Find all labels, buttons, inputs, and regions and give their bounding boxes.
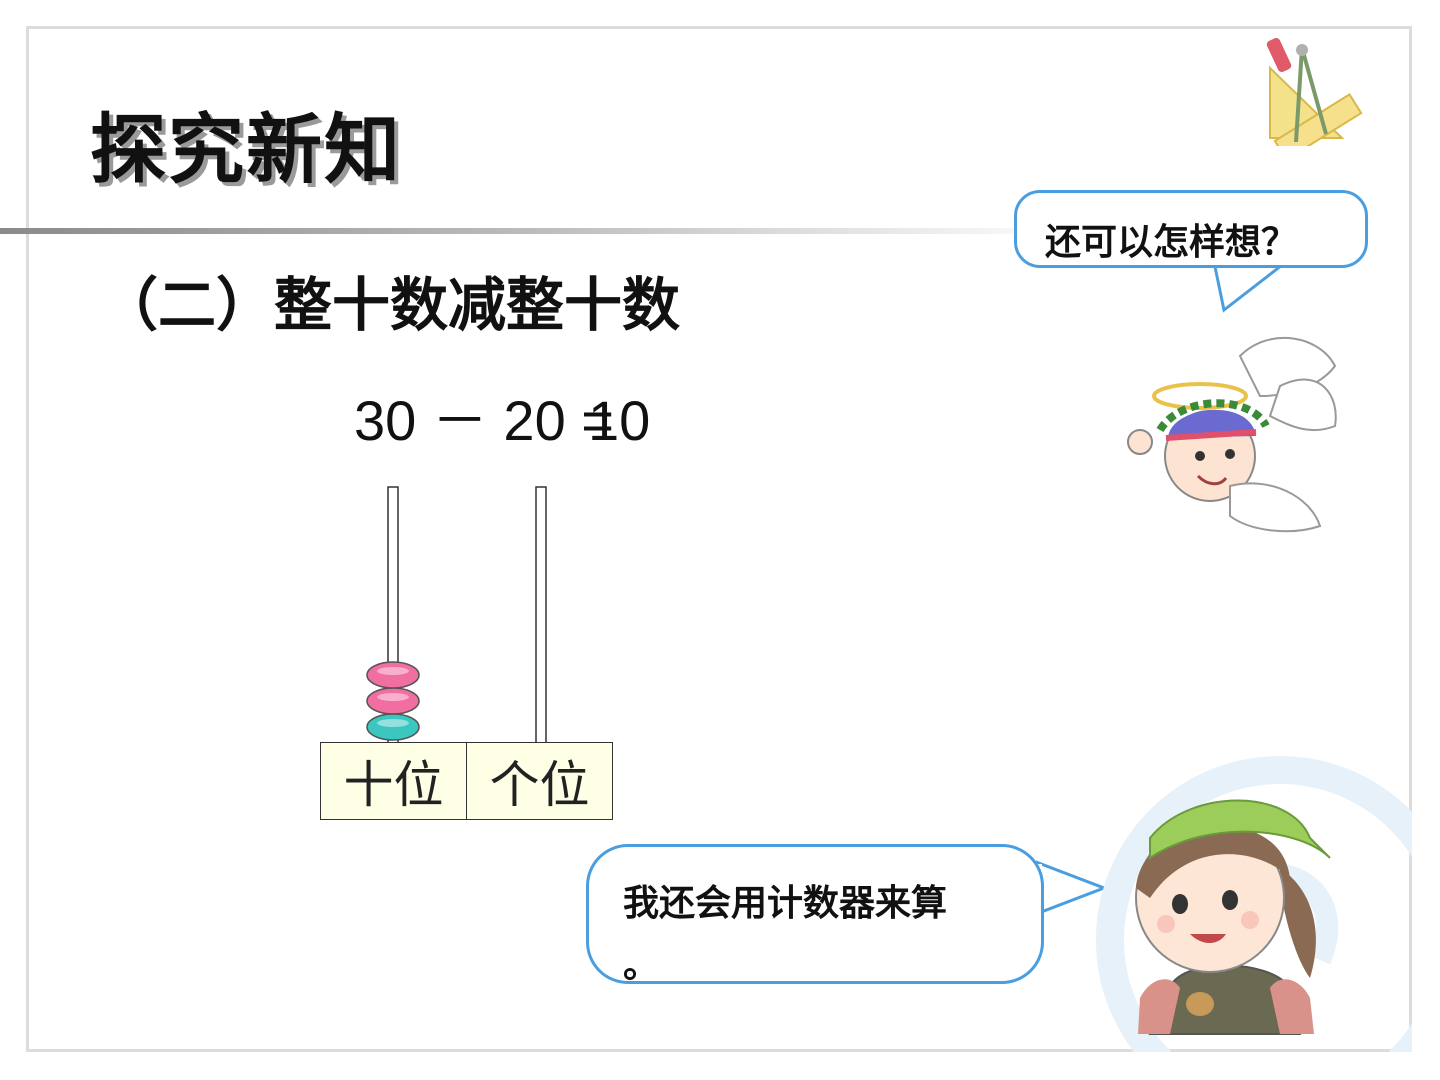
bubble-top-tail xyxy=(1212,262,1289,313)
equation-operator: － xyxy=(431,389,488,452)
equation-result: 10 xyxy=(587,389,651,452)
ones-place-label: 个位 xyxy=(466,742,613,820)
equation-equals: = xyxy=(581,389,614,452)
girl-character-illustration xyxy=(1135,799,1331,1035)
equation-right-operand: 20 xyxy=(503,389,566,452)
speech-bubble-bottom-line-2: 。 xyxy=(623,945,660,986)
slide-title: 探究新知 xyxy=(90,105,402,194)
speech-bubble-top-text: 还可以怎样想？ xyxy=(1045,222,1298,263)
equation-left-operand: 30 xyxy=(354,389,417,452)
angel-character-illustration xyxy=(1127,336,1337,533)
speech-bubble-top: 还可以怎样想？ xyxy=(1014,190,1368,268)
section-subtitle: （二）整十数减整十数 xyxy=(100,271,681,339)
speech-bubble-bottom-line-1: 我还会用计数器来算 xyxy=(623,883,948,924)
geometry-tools-icon xyxy=(1266,38,1363,146)
subtraction-equation: 30 － 20 =10 xyxy=(354,376,650,457)
speech-bubble-bottom: 我还会用计数器来算 。 xyxy=(586,844,1044,986)
tens-place-label: 十位 xyxy=(320,742,467,820)
slide-frame xyxy=(26,26,1412,1052)
title-divider xyxy=(0,228,1080,234)
